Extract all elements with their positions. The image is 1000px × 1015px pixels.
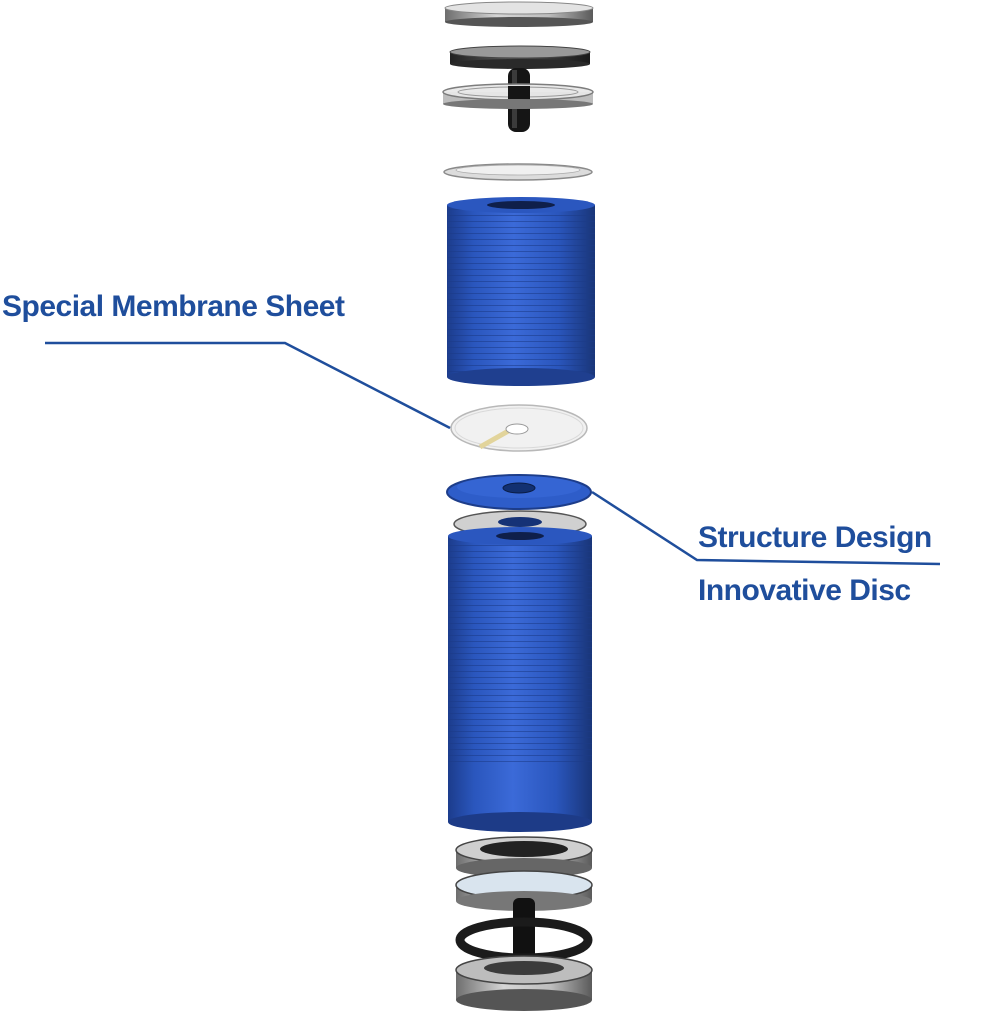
top-thin-disc: [443, 163, 593, 181]
blue-innovative-disc: [446, 474, 592, 510]
special-membrane-sheet-label: Special Membrane Sheet: [2, 290, 345, 323]
membrane-sheet: [450, 404, 588, 452]
top-cap-disc: [444, 1, 594, 27]
lower-disc-stack: [448, 527, 592, 832]
bottom-flange-stack: [455, 836, 593, 1011]
disc-leader-line: [591, 490, 941, 566]
membrane-leader-line: [45, 341, 451, 430]
upper-disc-stack: [447, 197, 595, 386]
top-spacer-disc: [442, 83, 594, 109]
structure-design-label: Structure Design: [698, 521, 932, 554]
top-gasket-disc: [449, 45, 591, 69]
innovative-disc-label: Innovative Disc: [698, 574, 911, 607]
